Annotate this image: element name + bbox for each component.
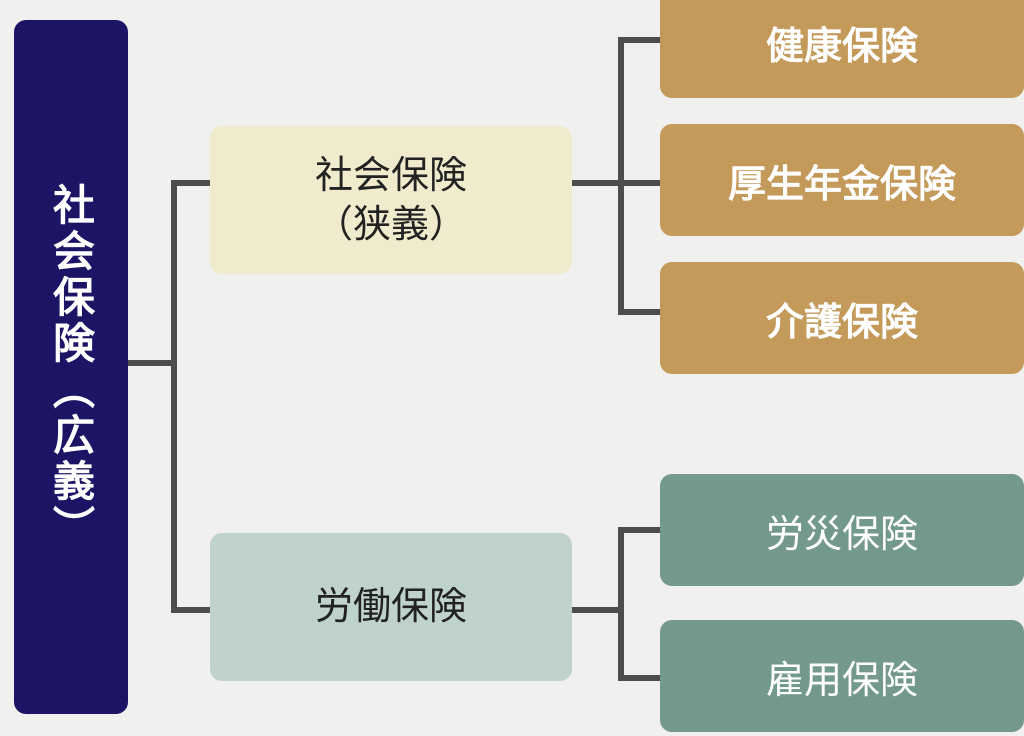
- leaf-pension-insurance: 厚生年金保険: [660, 124, 1024, 236]
- node-sublabel: （狭義）: [314, 202, 467, 246]
- leaf-label: 雇用保険: [765, 657, 918, 702]
- connector: [171, 180, 210, 186]
- connector: [618, 37, 660, 43]
- connector: [618, 675, 660, 681]
- node-label: 労働保険: [314, 584, 467, 629]
- connector: [128, 360, 174, 366]
- node-label: 社会保険: [314, 152, 467, 197]
- connector: [171, 607, 210, 613]
- leaf-workers-comp-insurance: 労災保険: [660, 474, 1024, 586]
- connector: [618, 180, 660, 186]
- node-social-insurance-narrow: 社会保険 （狭義）: [210, 126, 572, 274]
- leaf-health-insurance: 健康保険: [660, 0, 1024, 98]
- leaf-employment-insurance: 雇用保険: [660, 620, 1024, 732]
- node-labor-insurance: 労働保険: [210, 533, 572, 681]
- connector: [618, 527, 624, 681]
- connector: [618, 309, 660, 315]
- root-label: 社会保険（広義）: [46, 183, 96, 551]
- leaf-label: 労災保険: [765, 511, 918, 556]
- leaf-label: 厚生年金保険: [727, 161, 956, 206]
- connector: [572, 180, 622, 186]
- connector: [572, 607, 622, 613]
- root-node-social-insurance-broad: 社会保険（広義）: [14, 20, 128, 714]
- leaf-label: 健康保険: [765, 23, 918, 68]
- connector: [171, 180, 177, 613]
- leaf-label: 介護保険: [765, 299, 918, 344]
- leaf-care-insurance: 介護保険: [660, 262, 1024, 374]
- connector: [618, 527, 660, 533]
- connector: [618, 37, 624, 315]
